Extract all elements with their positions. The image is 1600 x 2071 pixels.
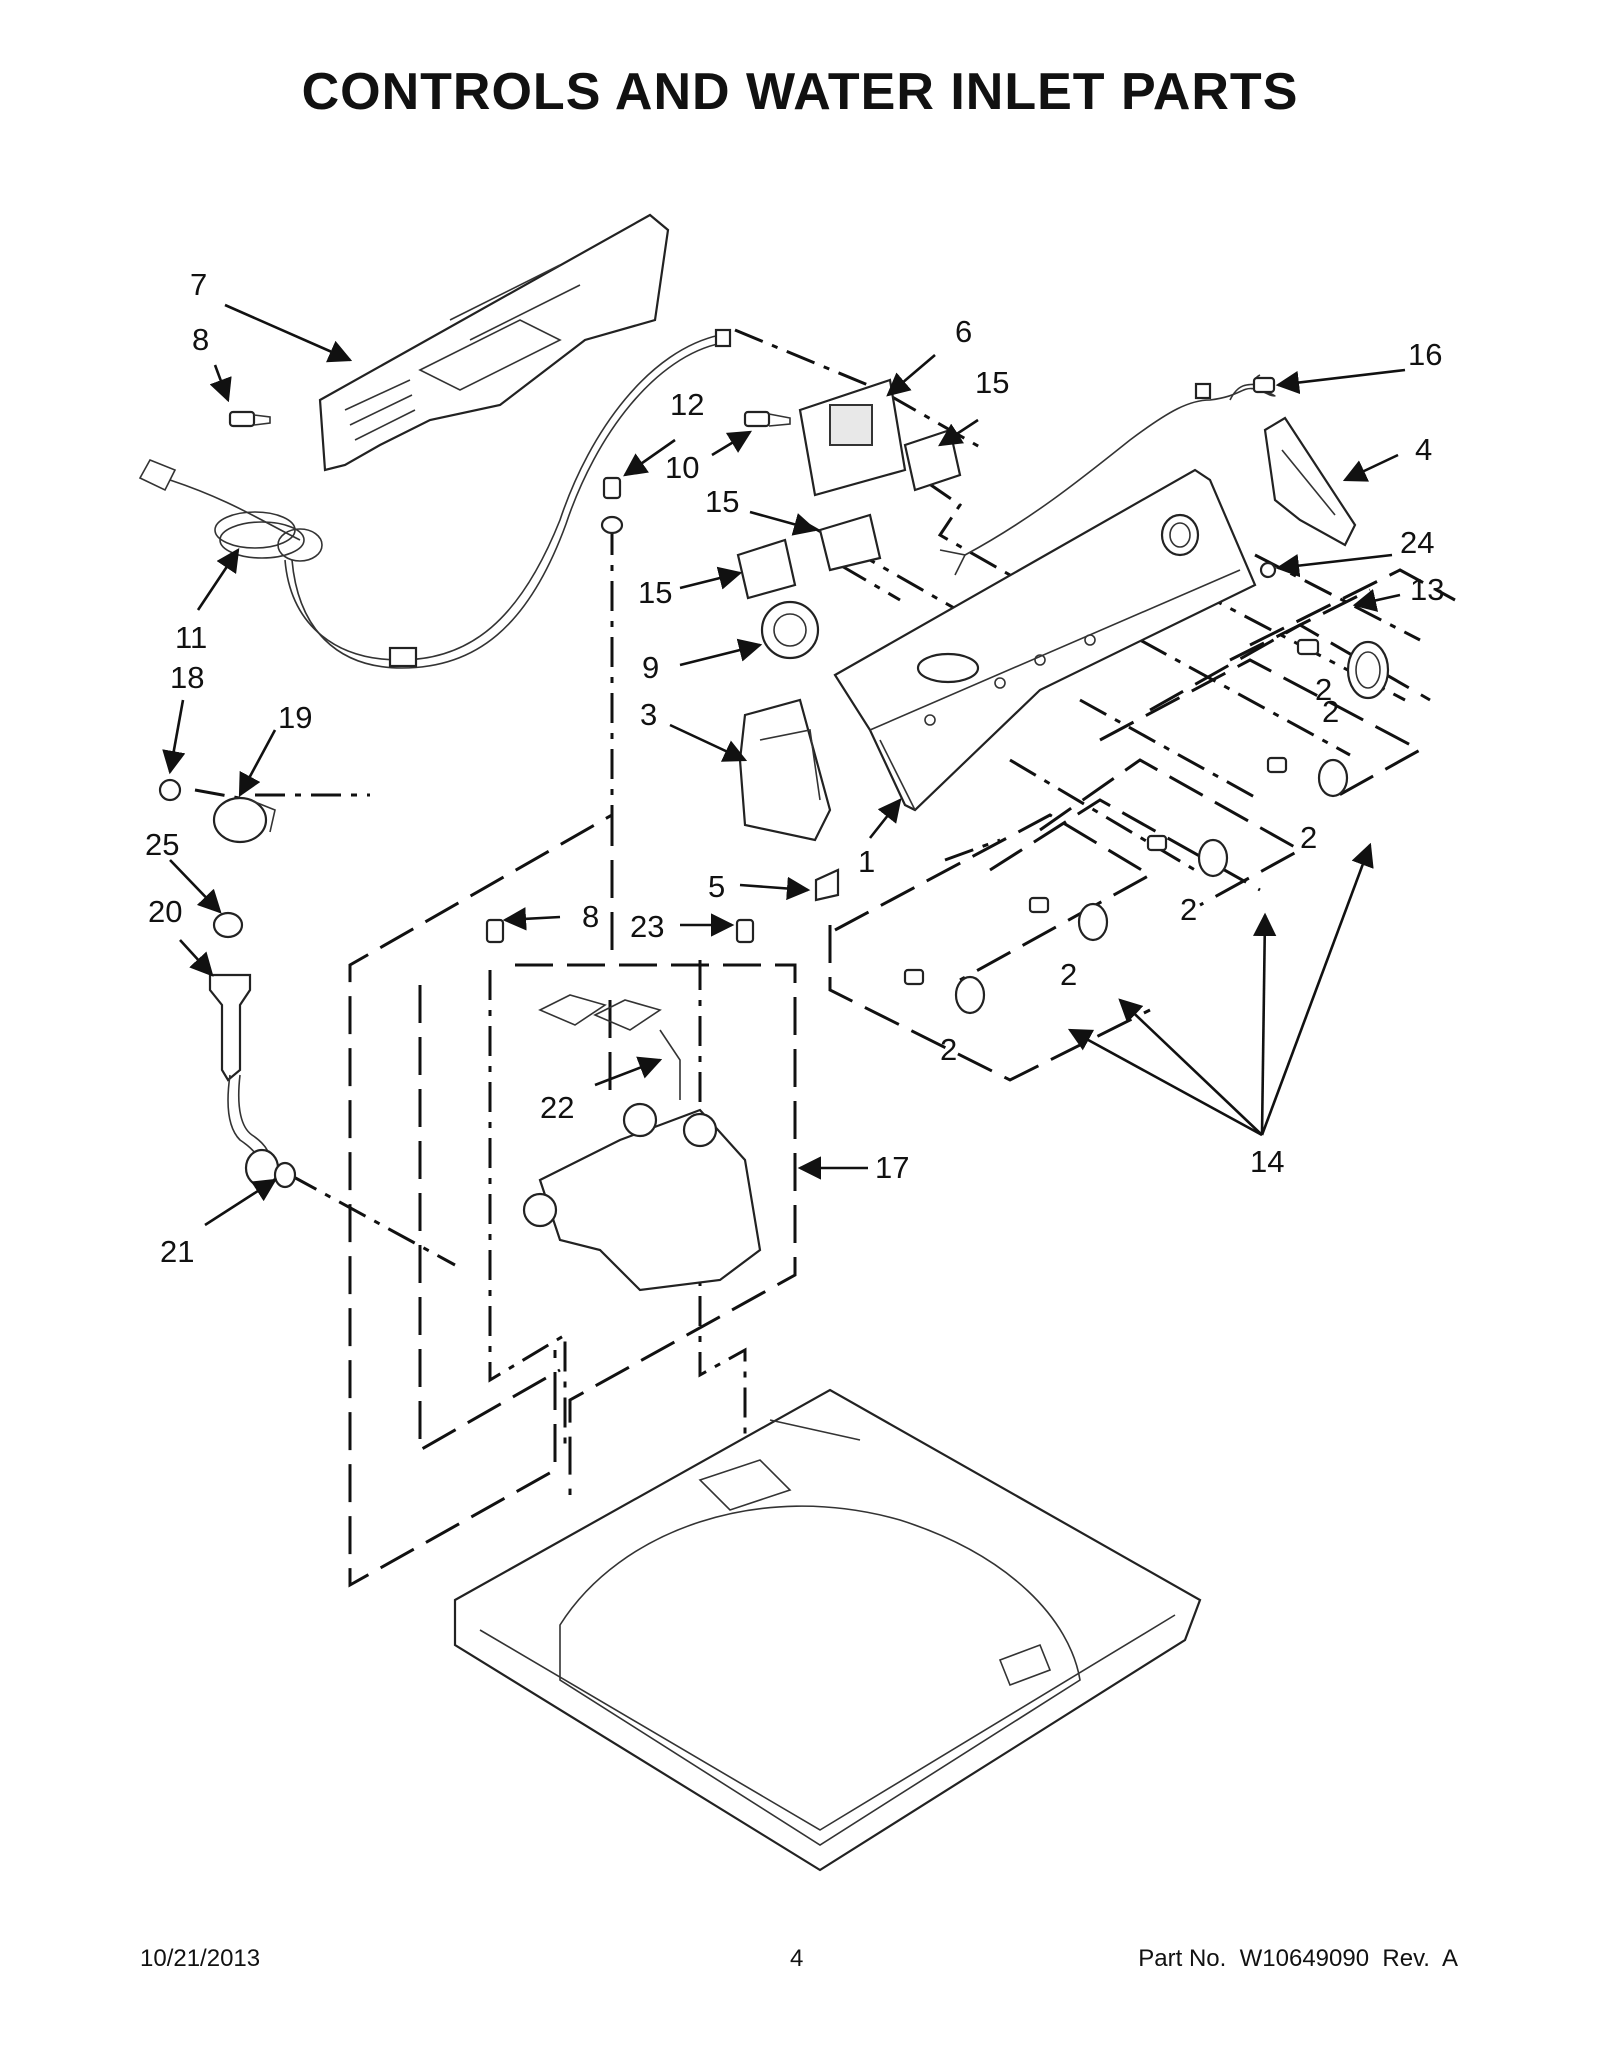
callout-label: 10 (665, 450, 699, 485)
switch-part (736, 428, 962, 600)
knobs-group (903, 756, 1349, 1015)
water-inlet-valve-part (522, 994, 762, 1292)
wiring-harness-part (939, 374, 1276, 576)
callout-label: 11 (175, 620, 207, 655)
callout-label: 2 (1180, 892, 1197, 927)
callout-label: 2 (940, 1032, 957, 1067)
screw-part (485, 918, 755, 944)
callout-label: 9 (642, 650, 659, 685)
console-panel-part (833, 468, 1257, 812)
callout-label: 7 (190, 267, 207, 302)
callout-label: 3 (640, 697, 657, 732)
callout-label: 17 (875, 1150, 909, 1185)
knob-part (1296, 638, 1390, 700)
callout-label: 19 (278, 700, 312, 735)
callout-label: 8 (582, 899, 599, 934)
callout-label: 18 (170, 660, 204, 695)
footer-date: 10/21/2013 (140, 1945, 261, 1972)
callout-label: 15 (975, 365, 1009, 400)
callout-label: 15 (705, 484, 739, 519)
callout-label: 8 (192, 322, 209, 357)
callout-label: 13 (1410, 572, 1444, 607)
callout-label: 6 (955, 314, 972, 349)
page-title: CONTROLS AND WATER INLET PARTS (301, 63, 1299, 121)
callout-label: 2 (1315, 672, 1332, 707)
control-board-part (798, 378, 907, 497)
callout-labels: 7 8 11 12 6 15 10 15 15 16 4 24 13 18 19… (145, 267, 1444, 1269)
callout-label: 4 (1415, 432, 1432, 467)
callout-label: 21 (160, 1234, 194, 1269)
callout-label: 23 (630, 909, 664, 944)
screw-part (228, 410, 271, 428)
washer-top-part (453, 1388, 1202, 1872)
rear-panel-part (318, 213, 670, 472)
footer-page-number: 4 (790, 1945, 804, 1972)
callout-label: 2 (1300, 820, 1317, 855)
callout-label: 2 (1322, 694, 1339, 729)
callout-label: 2 (1060, 957, 1077, 992)
ring-part (1259, 561, 1277, 579)
callout-label: 20 (148, 894, 182, 929)
callout-label: 12 (670, 387, 704, 422)
power-cord-part (138, 328, 732, 669)
callout-label: 25 (145, 827, 179, 862)
callout-label: 24 (1400, 525, 1434, 560)
clip-part (814, 868, 840, 902)
inlet-hose-part (158, 778, 297, 1189)
screw-part (743, 410, 791, 428)
callout-label: 22 (540, 1090, 574, 1125)
leader-lines (162, 303, 1406, 1227)
callout-label: 5 (708, 869, 725, 904)
callout-label: 16 (1408, 337, 1442, 372)
footer-part-number: Part No. W10649090 Rev. A (1138, 1945, 1458, 1972)
hood-part (738, 698, 832, 842)
callout-label: 14 (1250, 1144, 1284, 1179)
bracket-part (1263, 416, 1357, 547)
callout-label: 1 (858, 844, 875, 879)
timer-switch-part (760, 600, 820, 660)
ground-screw-part (600, 476, 624, 535)
callout-label: 15 (638, 575, 672, 610)
